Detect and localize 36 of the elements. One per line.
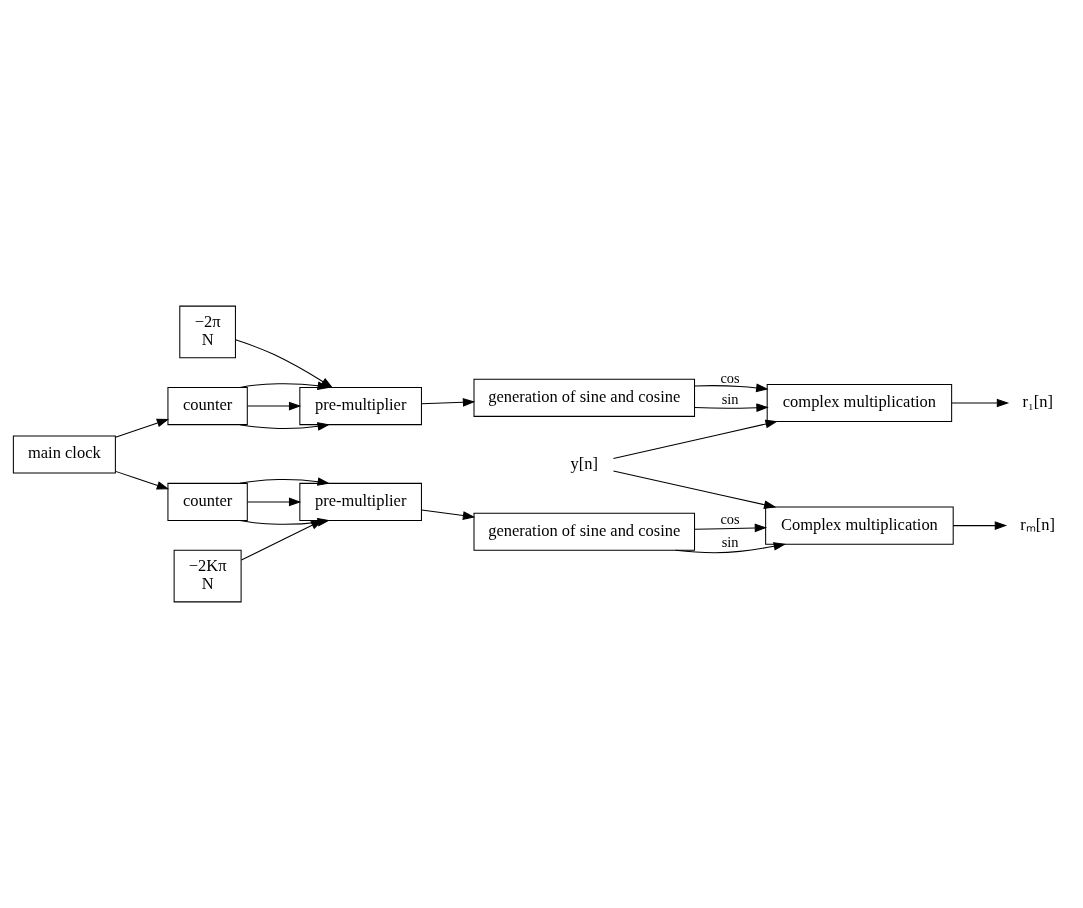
arrow: [247, 401, 302, 411]
arrow: [694, 403, 769, 413]
arrow: [612, 419, 778, 459]
arrow: [247, 497, 302, 507]
node-box: pre-multiplier: [299, 482, 422, 521]
edge-label: sin: [721, 391, 739, 408]
node-box: Complex multiplication: [765, 506, 954, 545]
arrow: [694, 523, 768, 533]
node-box: generation of sine and cosine: [473, 512, 696, 551]
arrow: [951, 398, 1010, 408]
edge-label: cos: [720, 510, 740, 527]
node-text: r₁[n]: [1022, 391, 1053, 411]
node-box: −2Kπ N: [173, 549, 242, 603]
node-box: −2π N: [179, 305, 236, 359]
node-box: counter: [167, 387, 248, 426]
node-box: counter: [167, 482, 248, 521]
edge-label: cos: [720, 369, 740, 386]
arrow: [239, 517, 330, 527]
arrow: [239, 381, 330, 391]
arrow: [115, 418, 170, 438]
edge-label: sin: [721, 534, 739, 551]
node-text: y[n]: [570, 453, 598, 473]
node-box: main clock: [12, 435, 116, 474]
arrow: [612, 470, 777, 509]
node-box: complex multiplication: [766, 383, 953, 423]
node-box: generation of sine and cosine: [473, 378, 696, 417]
arrow: [239, 477, 330, 486]
arrow: [952, 521, 1008, 530]
arrow: [115, 470, 170, 490]
arrow: [675, 542, 787, 554]
arrow: [421, 509, 476, 520]
arrow: [694, 383, 769, 393]
node-box: pre-multiplier: [299, 387, 422, 426]
arrow: [421, 398, 476, 407]
arrow: [239, 422, 330, 431]
node-text: rₘ[n]: [1020, 514, 1056, 534]
